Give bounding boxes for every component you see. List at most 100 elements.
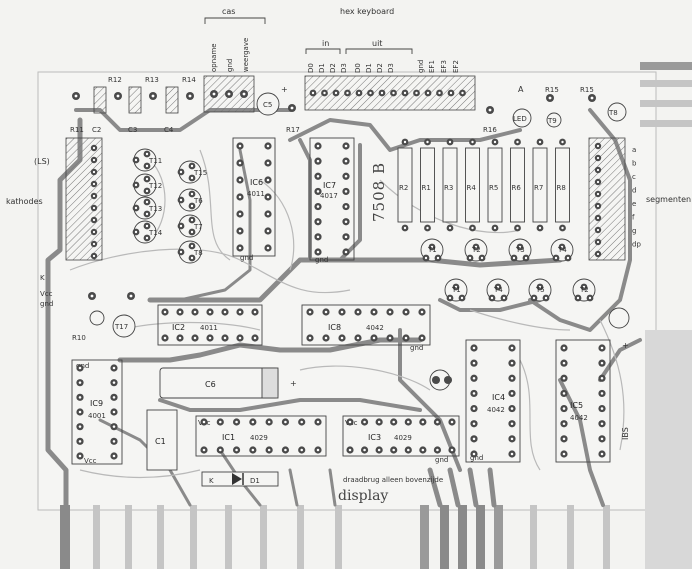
pad-hole [415,91,418,95]
pad-hole [596,204,600,208]
pad-hole [179,250,183,254]
transistor-label: T6 [193,197,203,205]
pad-hole [403,140,407,144]
pad-hole [363,420,366,424]
pad-hole [145,189,149,193]
transistor-label: T5 [535,286,545,294]
pad-hole [596,228,600,232]
pad-hole [562,392,566,395]
svg-text:gnd: gnd [435,456,448,464]
pad-hole [561,226,564,230]
pad-hole [300,448,303,452]
pad-hole [219,420,222,424]
pad-hole [471,226,474,230]
pad-hole [238,246,242,250]
transistor-label: T7 [193,223,203,231]
pad-hole [404,310,408,314]
pad-hole [510,346,514,350]
svg-text:T9: T9 [547,117,557,125]
pad-hole [190,218,194,222]
segment-letter: f [632,214,635,222]
svg-text:4042: 4042 [366,324,384,332]
pad-hole [407,448,410,452]
pad-hole [78,440,82,443]
svg-text:LED: LED [513,115,527,123]
pad-hole [178,310,182,314]
label-gnd-cas: gnd [226,59,234,72]
resistor-label: R1 [422,184,431,192]
pad-hole [600,361,604,365]
pad-hole [316,144,320,148]
pad-hole [179,224,183,228]
svg-text:+: + [290,379,297,388]
pad-hole [596,168,600,172]
pad-hole [238,195,242,199]
pad-hole [300,420,303,424]
pad-hole [145,224,149,228]
pad-hole [562,422,566,425]
svg-text:D0: D0 [307,63,315,73]
pad-hole [340,310,344,314]
pad-hole [308,336,312,340]
pad-hole [388,310,392,314]
resistor-label: R4 [467,184,477,192]
pad-hole [344,159,348,163]
pad-hole [308,310,312,314]
pad-hole [518,245,522,249]
label-hex-keyboard: hex keyboard [340,7,394,16]
pad-hole [461,91,464,95]
svg-text:IC7: IC7 [323,181,336,190]
pad-hole [430,245,434,249]
resistor-body [510,147,525,223]
pad-hole [190,164,194,168]
pad-hole [392,91,395,95]
pad-hole [369,91,372,95]
pad-hole [284,420,287,424]
pad-hole [600,407,604,410]
svg-text:D1: D1 [250,477,260,485]
transistor-label: T1 [451,286,461,294]
pad-hole [472,346,476,350]
svg-text:gnd: gnd [470,454,483,462]
pad-hole [436,448,439,452]
pad-hole [460,296,464,300]
label-ls: (LS) [34,157,50,166]
pad-hole [357,91,361,95]
pad-hole [562,361,566,365]
segment-letter: dp [632,241,641,249]
svg-text:C6: C6 [205,380,216,389]
svg-text:draadbrug alleen bovenzijde: draadbrug alleen bovenzijde [343,476,443,484]
pad-hole [516,140,519,144]
label-display: display [338,488,388,504]
svg-text:R17: R17 [286,126,300,134]
svg-text:D3: D3 [340,63,348,73]
pad-hole [493,226,497,230]
cas-connector [203,75,255,113]
pad-hole [404,336,408,340]
pad-hole [524,256,528,260]
pad-hole [596,252,600,256]
svg-text:EF1: EF1 [428,60,436,73]
d1-diode: K D1 [201,471,279,487]
svg-text:R13: R13 [145,76,159,84]
pad-hole [554,256,558,260]
label-kathodes: kathodes [6,197,43,206]
pad-hole [560,245,564,249]
transistor-label: T14 [148,229,163,237]
pad-hole [92,242,96,246]
svg-text:gnd: gnd [40,300,53,308]
pad-hole [448,140,452,144]
segment-letter: d [632,187,636,195]
pad-hole [179,170,183,174]
board-number: 7508 B [370,162,388,222]
pad-hole [510,452,514,456]
pad-hole [92,254,96,258]
svg-text:T17: T17 [114,323,128,331]
pad-hole [340,336,344,340]
pad-hole [92,182,96,186]
pad-hole [403,91,407,95]
svg-text:IC3: IC3 [368,433,381,442]
segment-letter: e [632,200,636,208]
pad-hole [316,205,320,208]
